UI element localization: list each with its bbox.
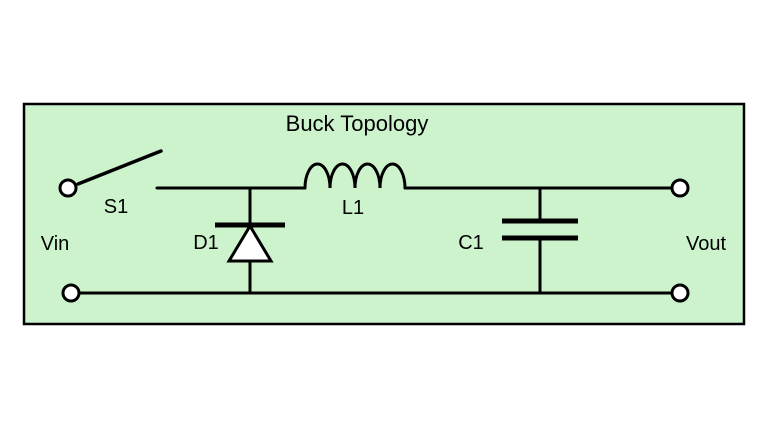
vout-label: Vout [686, 233, 726, 255]
output-terminal-bottom [670, 283, 690, 303]
output-terminal-top [670, 178, 690, 198]
input-terminal-bottom [61, 283, 81, 303]
switch-s1-blade [76, 149, 163, 186]
diode-d1 [215, 222, 285, 263]
diagram-background [22, 102, 746, 326]
c1-label: C1 [458, 232, 484, 254]
diode-d1-triangle [226, 223, 274, 263]
d1-label: D1 [193, 232, 219, 254]
l1-label: L1 [342, 197, 364, 219]
vin-label: Vin [41, 233, 70, 255]
s1-label: S1 [104, 196, 128, 218]
inductor-l1-coil [303, 162, 407, 190]
diagram-title: Buck Topology [286, 111, 429, 136]
terminals [58, 178, 690, 303]
input-terminal-top [58, 178, 78, 198]
capacitor-c1 [502, 218, 578, 241]
circuit-wires [76, 149, 674, 295]
